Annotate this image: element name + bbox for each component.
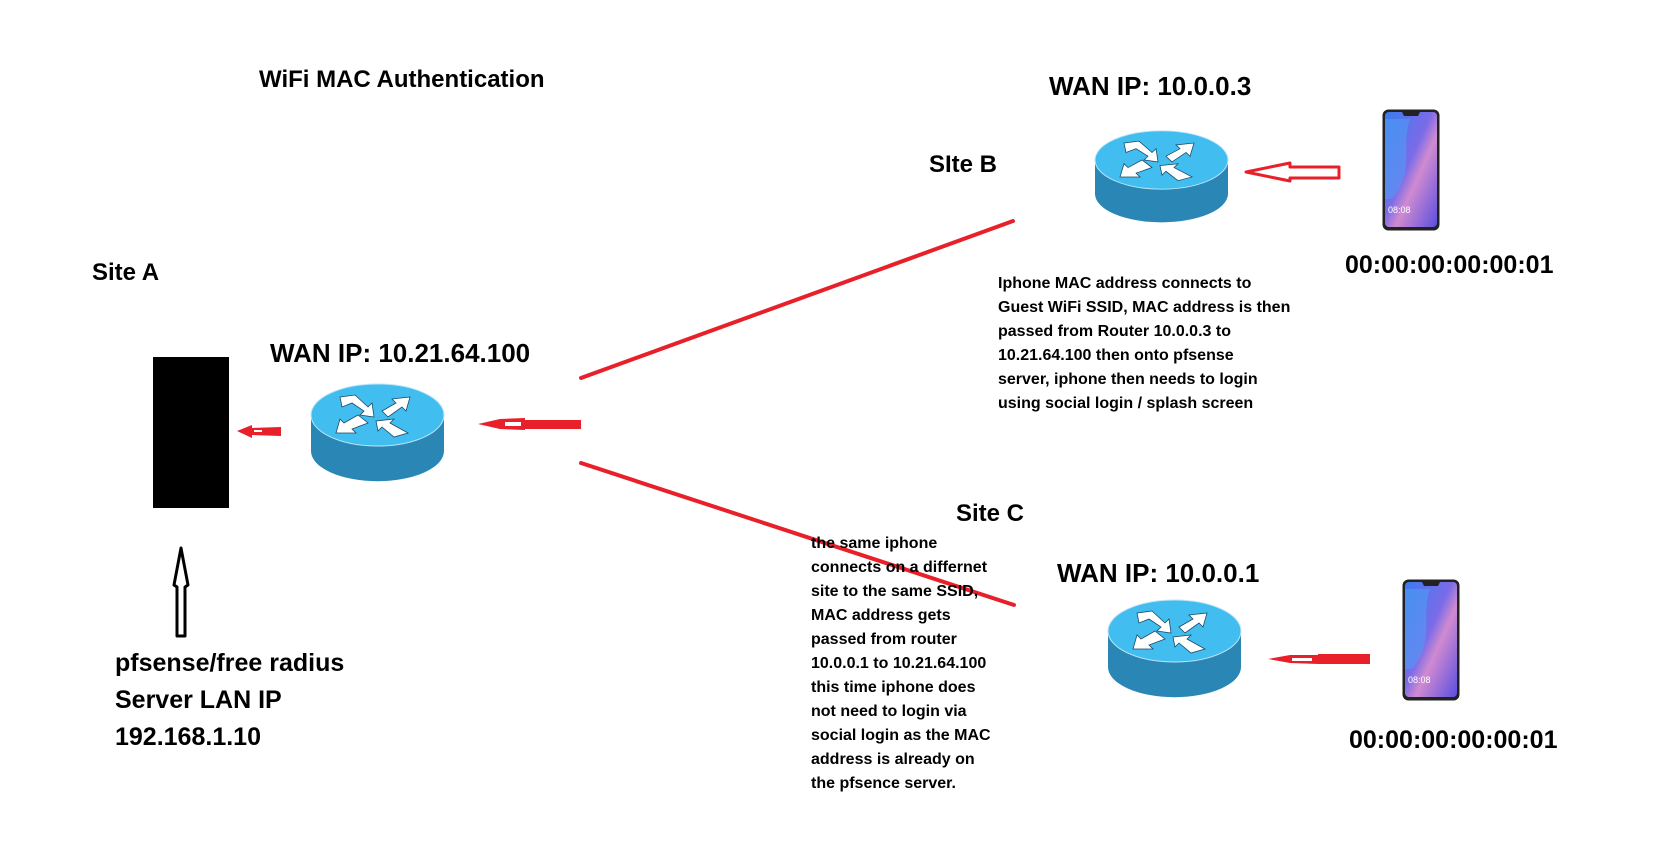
server-icon [153,357,229,508]
site-b-description-line: 10.21.64.100 then onto pfsense [998,347,1234,364]
link-site-a-to-site-b [579,219,1015,380]
server-label: pfsense/free radius Server LAN IP 192.16… [115,645,344,756]
router-b-icon [1094,130,1229,223]
server-label-line-2: Server LAN IP [115,686,282,714]
site-c-description-line: not need to login via [811,703,967,720]
site-b-description-line: Guest WiFi SSID, MAC address is then [998,299,1291,316]
site-c-label: Site C [956,500,1025,527]
router-c-wan-label: WAN IP: 10.0.0.1 [1057,558,1260,588]
site-c-description: the same iphone connects on a differnet … [811,532,991,796]
site-b-description: Iphone MAC address connects to Guest WiF… [998,272,1290,416]
site-b-description-line: Iphone MAC address connects to [998,275,1252,292]
server-label-line-1: pfsense/free radius [115,649,345,677]
site-c-description-line: the pfsence server. [811,775,956,792]
site-b-description-line: passed from Router 10.0.0.3 to [998,323,1231,340]
site-b-description-line: using social login / splash screen [998,395,1254,412]
site-b-description-line: server, iphone then needs to login [998,371,1258,388]
diagram-title: WiFi MAC Authentication [259,66,545,93]
router-b-wan-label: WAN IP: 10.0.0.3 [1049,71,1252,101]
site-c-description-line: 10.0.0.1 to 10.21.64.100 [811,655,987,672]
site-c-description-line: site to the same SSID, [811,583,979,600]
site-b-label: SIte B [929,151,998,178]
server-label-line-3: 192.168.1.10 [115,723,261,751]
phone-b-mac-label: 00:00:00:00:00:01 [1345,251,1554,279]
site-a-label: Site A [92,259,160,286]
site-c-description-line: MAC address gets [811,607,951,624]
phone-c-icon: 08:08 [1402,579,1460,701]
arrow-into-server [237,425,281,438]
phone-c-mac-label: 00:00:00:00:00:01 [1349,726,1558,754]
site-c-description-line: the same iphone [811,535,938,552]
phone-c-clock: 08:08 [1408,675,1431,685]
arrow-into-router-a [478,418,581,430]
site-c-description-line: connects on a differnet [811,559,988,576]
site-c-description-line: address is already on [811,751,975,768]
arrow-up-to-server [172,546,190,638]
phone-b-icon: 08:08 [1382,109,1440,231]
arrow-into-router-b [1244,161,1341,183]
site-c-description-line: passed from router [811,631,957,648]
router-a-wan-label: WAN IP: 10.21.64.100 [270,338,531,368]
arrow-into-router-c [1268,654,1370,664]
site-c-description-line: this time iphone does [811,679,976,696]
router-a-icon [310,383,445,482]
phone-b-clock: 08:08 [1388,205,1411,215]
router-c-icon [1107,599,1242,698]
site-c-description-line: social login as the MAC [811,727,991,744]
